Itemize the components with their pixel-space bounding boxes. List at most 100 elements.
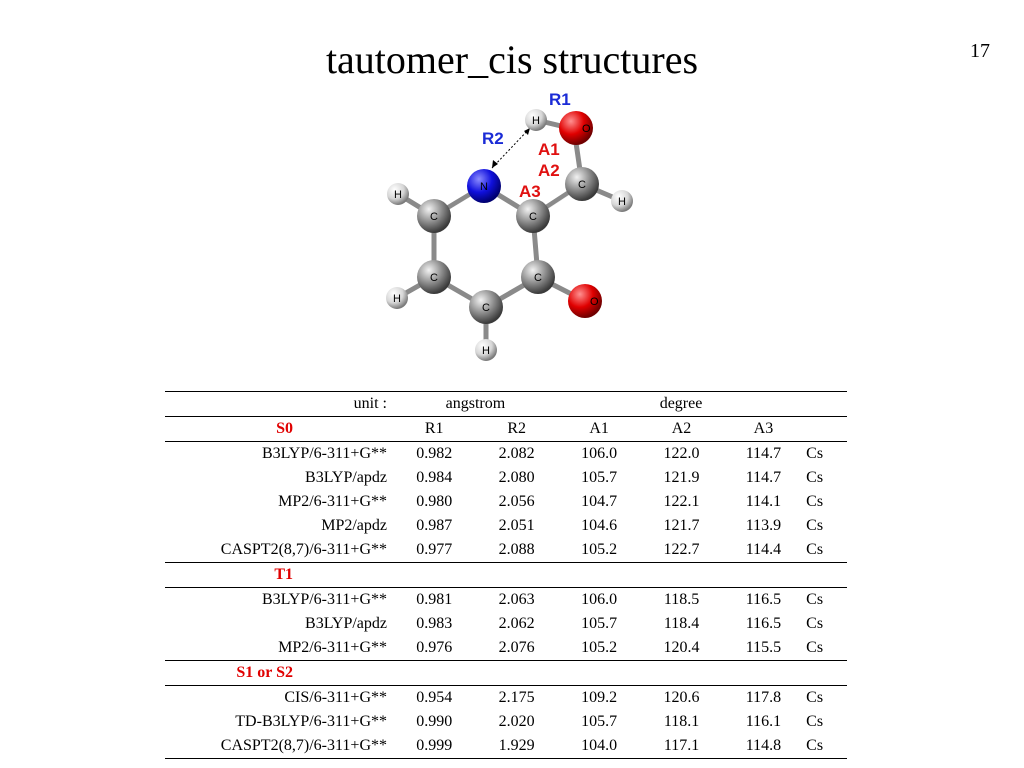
symmetry-cell: Cs (806, 493, 824, 510)
header-row-units: unit : angstrom degree (165, 391, 847, 417)
value-cell-a3: 113.9 (745, 517, 782, 534)
method-cell: B3LYP/apdz (305, 615, 387, 632)
value-cell-a3: 114.7 (745, 445, 782, 462)
value-cell-a1: 106.0 (581, 591, 618, 608)
svg-text:H: H (482, 345, 490, 357)
symmetry-cell: Cs (806, 517, 824, 534)
label-r1: R1 (549, 90, 571, 109)
column-header: A2 (640, 416, 723, 442)
method-cell: TD-B3LYP/6-311+G** (235, 713, 387, 730)
carbon-atoms (417, 167, 599, 324)
oxygen-atom-carbonyl (568, 284, 602, 318)
symmetry-cell: Cs (806, 469, 824, 486)
value-cell-r1: 0.980 (416, 493, 453, 510)
value-cell-a3: 114.8 (722, 734, 805, 759)
value-cell-a2: 118.5 (663, 591, 700, 608)
value-cell-a1: 109.2 (581, 689, 618, 706)
column-header: R2 (475, 416, 558, 442)
r2-arrowhead-lower (492, 160, 498, 168)
svg-text:C: C (482, 302, 490, 314)
value-cell-a3: 114.1 (745, 493, 782, 510)
value-cell-r1: 0.999 (393, 734, 476, 759)
value-cell-r2: 2.076 (498, 639, 535, 656)
label-a2: A2 (538, 161, 560, 180)
value-cell-r1: 0.954 (416, 689, 453, 706)
svg-text:C: C (529, 211, 537, 223)
symmetry-cell: Cs (806, 689, 824, 706)
value-cell-a1: 105.2 (581, 541, 618, 558)
angle-unit: degree (557, 391, 805, 417)
svg-text:C: C (430, 272, 438, 284)
value-cell-a3: 114.7 (745, 469, 782, 486)
value-cell-r2: 2.088 (498, 541, 535, 558)
value-cell-a3: 114.4 (745, 541, 782, 558)
slide-title: tautomer_cis structures (325, 37, 699, 82)
value-cell-r1: 0.984 (416, 469, 453, 486)
unit-label: unit : (165, 391, 393, 417)
symmetry-cell: Cs (806, 713, 824, 730)
symmetry-cell: Cs (806, 591, 824, 608)
hydrogen-atoms (386, 109, 633, 361)
svg-text:H: H (393, 293, 401, 305)
value-cell-r1: 0.987 (416, 517, 453, 534)
section-header-t1: T1 (165, 562, 847, 588)
svg-text:C: C (578, 179, 586, 191)
value-cell-a3: 117.8 (745, 689, 782, 706)
value-cell-a1: 104.6 (581, 517, 618, 534)
value-cell-a2: 118.4 (663, 615, 700, 632)
method-cell: MP2/6-311+G** (278, 639, 387, 656)
value-cell-a2: 120.6 (663, 689, 700, 706)
molecule-diagram: H H H H H C C C C C C N O O R1 R2 A1 A2 … (386, 90, 633, 361)
value-cell-r1: 0.977 (416, 541, 453, 558)
method-cell: B3LYP/6-311+G** (261, 591, 387, 608)
value-cell-r2: 2.080 (498, 469, 535, 486)
value-cell-a1: 105.7 (581, 713, 618, 730)
value-cell-a2: 122.7 (663, 541, 700, 558)
r2-arrowhead-upper (524, 128, 530, 135)
value-cell-r1: 0.983 (416, 615, 453, 632)
svg-text:H: H (532, 115, 540, 127)
value-cell-a1: 106.0 (581, 445, 618, 462)
symmetry-cell: Cs (804, 734, 847, 759)
value-cell-a1: 104.0 (557, 734, 641, 759)
value-cell-r1: 0.981 (416, 591, 453, 608)
method-cell: B3LYP/6-311+G** (261, 445, 387, 462)
value-cell-r2: 2.175 (498, 689, 535, 706)
header-row-columns: S0 R1 R2 A1 A2 A3 (165, 416, 847, 442)
label-a1: A1 (538, 140, 560, 159)
symmetry-cell: Cs (806, 445, 824, 462)
value-cell-a1: 105.2 (581, 639, 618, 656)
section-label-t1: T1 (165, 562, 393, 588)
symmetry-cell: Cs (806, 541, 824, 558)
nitrogen-atom (467, 169, 501, 203)
value-cell-r1: 0.976 (416, 639, 453, 656)
value-cell-r2: 2.082 (498, 445, 535, 462)
value-cell-a2: 121.9 (663, 469, 700, 486)
value-cell-r2: 1.929 (475, 734, 558, 759)
value-cell-r2: 2.051 (498, 517, 535, 534)
method-cell: MP2/6-311+G** (278, 493, 387, 510)
section-label-s1-or-s2: S1 or S2 (165, 660, 393, 686)
value-cell-r2: 2.056 (498, 493, 535, 510)
value-cell-a2: 120.4 (663, 639, 700, 656)
svg-text:C: C (534, 272, 542, 284)
method-cell: B3LYP/apdz (305, 469, 387, 486)
value-cell-a2: 118.1 (663, 713, 700, 730)
value-cell-r2: 2.020 (498, 713, 535, 730)
column-header: A1 (557, 416, 641, 442)
value-cell-r1: 0.990 (416, 713, 453, 730)
value-cell-a1: 105.7 (581, 615, 618, 632)
value-cell-a3: 116.1 (745, 713, 782, 730)
value-cell-a1: 105.7 (581, 469, 618, 486)
value-cell-r2: 2.063 (498, 591, 535, 608)
oxygen-atom-hydroxyl (559, 111, 593, 145)
length-unit: angstrom (393, 391, 558, 417)
svg-text:O: O (582, 123, 591, 135)
value-cell-r2: 2.062 (498, 615, 535, 632)
